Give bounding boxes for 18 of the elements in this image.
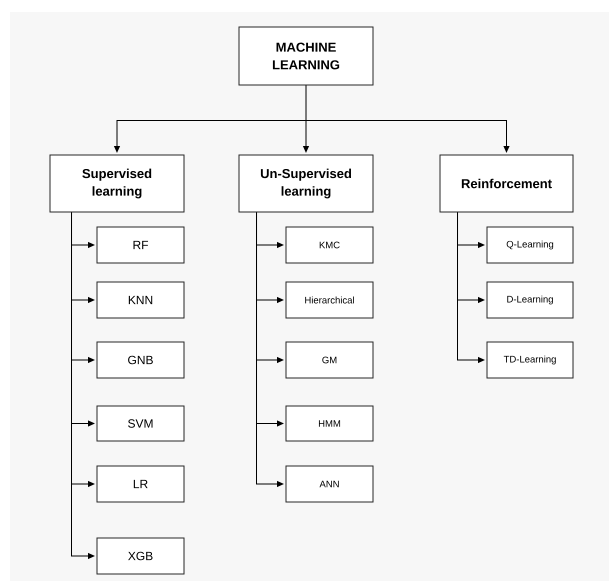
algorithm-box: ANN bbox=[286, 466, 374, 502]
algorithm-box: GM bbox=[286, 342, 374, 378]
algorithm-box: LR bbox=[96, 466, 184, 502]
category-box: Supervised learning bbox=[50, 154, 184, 212]
category-box: Un-Supervised learning bbox=[238, 154, 374, 212]
algorithm-box: HMM bbox=[286, 406, 374, 442]
algorithm-box: XGB bbox=[96, 538, 184, 574]
algorithm-box: RF bbox=[96, 226, 184, 264]
algorithm-box: Hierarchical bbox=[286, 282, 374, 318]
algorithm-box: GNB bbox=[96, 342, 184, 378]
algorithm-box: D-Learning bbox=[486, 282, 574, 318]
algorithm-box: SVM bbox=[96, 406, 184, 442]
algorithm-box: TD-Learning bbox=[486, 342, 574, 378]
algorithm-box: KNN bbox=[96, 282, 184, 318]
algorithm-box: KMC bbox=[286, 226, 374, 264]
category-box: MACHINE LEARNING bbox=[238, 26, 374, 86]
algorithm-box: Q-Learning bbox=[486, 226, 574, 264]
category-box: Reinforcement bbox=[440, 154, 574, 212]
